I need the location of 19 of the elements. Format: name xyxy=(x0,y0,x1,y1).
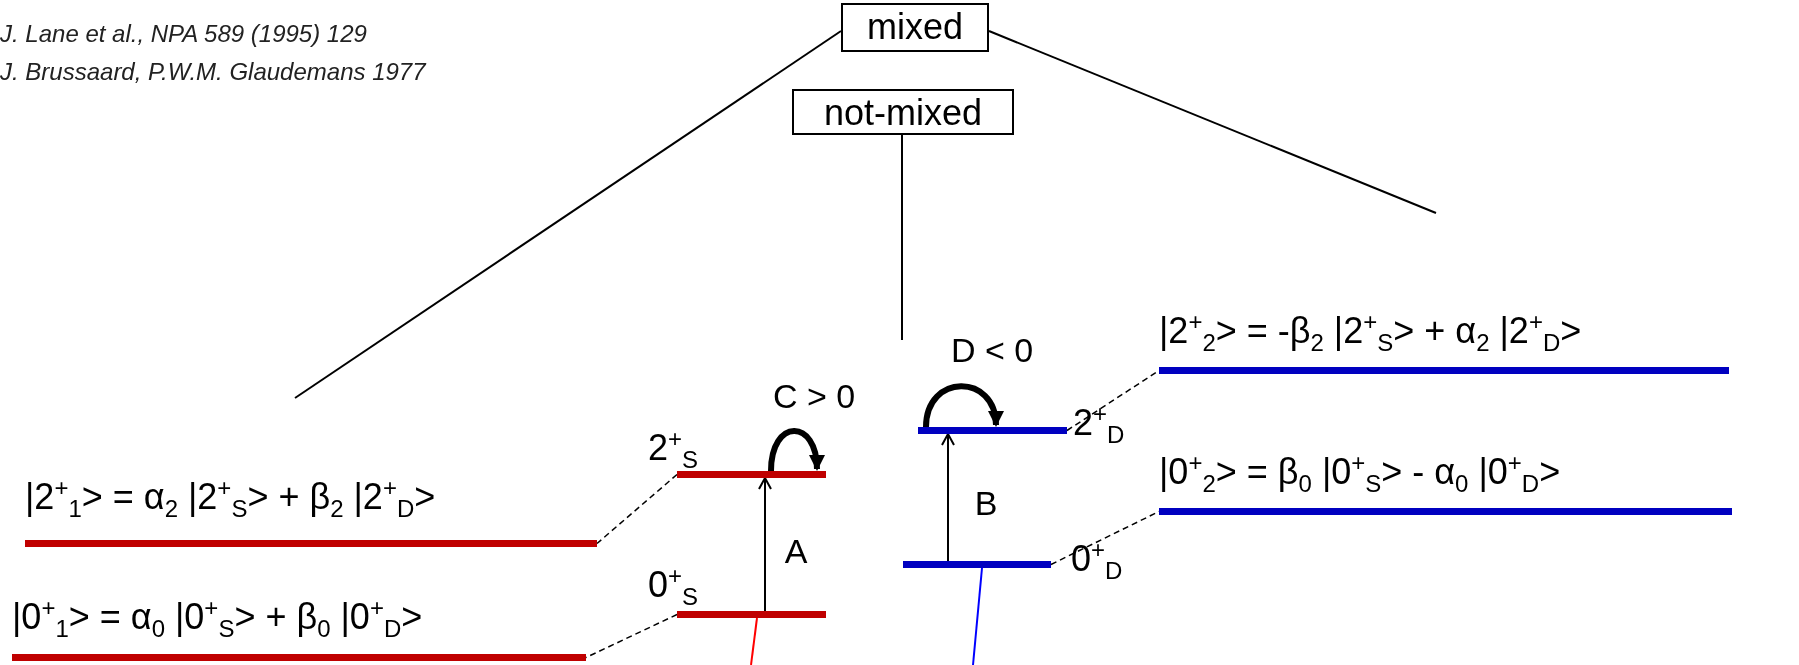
line xyxy=(901,134,903,341)
dashed-line xyxy=(585,613,678,659)
citation-text: J. Lane et al., NPA 589 (1995) 129 xyxy=(0,20,367,48)
citation-text: J. Brussaard, P.W.M. Glaudemans 1977 xyxy=(0,58,426,86)
line xyxy=(750,617,758,665)
line xyxy=(988,30,1437,214)
state-label: |2$^{+}$$_{2}$> = -β$_{2}$ |2$^{+}$$_{S}$> + α$_{2}$ |2$^{+}$$_{D}$> xyxy=(1159,308,1582,354)
state-label: |2$^{+}$$_{1}$> = α$_{2}$ |2$^{+}$$_{S}$> + β$_{2}$ |2$^{+}$$_{D}$> xyxy=(25,474,436,520)
dashed-line xyxy=(596,473,678,545)
arrow xyxy=(941,433,955,562)
curved-arrow xyxy=(923,383,1003,428)
label-box: mixed xyxy=(841,3,989,52)
line xyxy=(972,567,983,665)
arrow xyxy=(758,477,772,612)
label-box: not-mixed xyxy=(792,89,1014,135)
state-label: |0$^{+}$$_{1}$> = α$_{0}$ |0$^{+}$$_{S}$> + β$_{0}$ |0$^{+}$$_{D}$> xyxy=(12,594,423,640)
state-label: |0$^{+}$$_{2}$> = β$_{0}$ |0$^{+}$$_{S}$> - α$_{0}$ |0$^{+}$$_{D}$> xyxy=(1159,449,1561,495)
line xyxy=(294,30,842,399)
curved-arrow xyxy=(768,428,824,472)
